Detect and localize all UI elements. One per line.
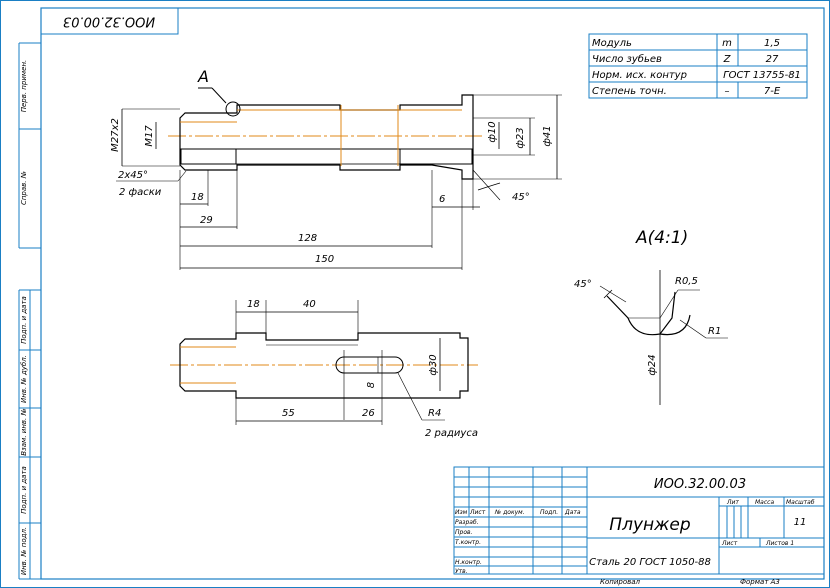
format-label: Формат А3: [740, 578, 780, 586]
tb-col-data: Дата: [564, 509, 581, 516]
inner-frame: [40, 7, 825, 580]
top-code-box: ИОО.32.00.03: [40, 7, 179, 35]
tb-col-podp: Подп.: [540, 509, 558, 516]
margin-inv-podl: Инв. № подл.: [20, 527, 28, 575]
detail-view: А(4:1) 45° R0,5 R1 ф24: [574, 228, 728, 405]
gear-row-3-value: 7-Е: [764, 86, 781, 97]
left-margin: Перв. примен. Справ. № Подп. и дата Инв.…: [18, 42, 41, 580]
margin-perv-primen: Перв. примен.: [20, 60, 28, 113]
hatch-left: [180, 148, 237, 165]
main-contour: [179, 94, 474, 180]
hatch-right: [399, 148, 473, 165]
dim-45: 45°: [512, 192, 530, 203]
gear-row-1-label: Число зубьев: [592, 53, 662, 65]
dim-chamfer: 2х45°: [118, 170, 148, 181]
tb-role-prov: Пров.: [455, 529, 473, 536]
copied-label: Копировал: [600, 578, 641, 586]
tb-col-doc: № докум.: [494, 509, 525, 516]
tb-role-razrab: Разраб.: [455, 519, 479, 526]
detail-dim-phi24: ф24: [647, 354, 658, 375]
dim-phi23: ф23: [515, 127, 526, 148]
tb-role-nkontr: Н.контр.: [455, 559, 482, 566]
margin-podp-data-2: Подп. и дата: [20, 466, 28, 514]
inner-bore: [235, 148, 401, 165]
detail-callout-label: А: [197, 67, 209, 86]
dim-phi10: ф10: [487, 121, 498, 142]
gear-row-0-label: Модуль: [592, 38, 632, 49]
slot-dim-26: 26: [362, 408, 375, 419]
dim-thread: М27х2: [110, 118, 121, 152]
tb-scale-value: 11: [794, 517, 807, 528]
gear-row-2-value: ГОСТ 13755-81: [723, 70, 801, 81]
gear-row-3-symbol: –: [725, 86, 730, 97]
title-block: Изм Лист № докум. Подп. Дата Разраб. Про…: [453, 466, 825, 586]
detail-dim-r05: R0,5: [675, 276, 698, 287]
dim-128: 128: [298, 233, 317, 244]
slot-dim-40: 40: [303, 299, 316, 310]
gear-row-1-symbol: Z: [723, 54, 732, 65]
dim-6: 6: [439, 194, 445, 205]
gear-row-3-label: Степень точн.: [592, 86, 667, 97]
gear-row-1-value: 27: [766, 54, 779, 65]
slot-view: 18 40 55 26 8 ф30 R4 2 радиуса: [170, 299, 478, 439]
slot-dim-55: 55: [282, 408, 295, 419]
tb-part-name: Плунжер: [609, 515, 691, 535]
slot-dim-18: 18: [247, 299, 260, 310]
tb-code: ИОО.32.00.03: [654, 477, 746, 492]
detail-dim-45: 45°: [574, 279, 592, 290]
dim-29: 29: [200, 215, 213, 226]
dim-150: 150: [315, 254, 334, 265]
slot-dim-r4: R4: [428, 408, 441, 419]
tb-listov: Листов 1: [765, 540, 794, 547]
tb-role-tkontr: Т.контр.: [455, 539, 481, 546]
gear-row-0-value: 1,5: [764, 38, 780, 49]
main-view: А М27х2 М17 2х45° 2 фаски 18 29 128 150 …: [110, 67, 562, 270]
gear-row-0-symbol: m: [722, 38, 732, 49]
detail-dim-r1: R1: [708, 326, 721, 337]
tb-col-izm: Изм: [455, 509, 468, 516]
gear-table: Модуль m 1,5 Число зубьев Z 27 Норм. исх…: [588, 33, 808, 99]
top-code-text: ИОО.32.00.03: [63, 14, 155, 29]
detail-title: А(4:1): [635, 228, 688, 248]
tb-lit: Лит: [726, 499, 739, 506]
margin-sprav-no: Справ. №: [20, 171, 28, 205]
tb-massa: Масса: [755, 499, 774, 506]
tb-role-utv: Утв.: [455, 568, 468, 575]
slot-dim-phi30: ф30: [428, 354, 439, 375]
slot-dim-8: 8: [366, 382, 377, 388]
slot-hole: [335, 356, 404, 374]
dim-chamfer-note: 2 фаски: [119, 187, 162, 198]
tb-list: Лист: [721, 540, 738, 547]
margin-inv-dubl: Инв. № дубл.: [20, 355, 28, 403]
tb-col-list: Лист: [469, 509, 486, 516]
slot-radii-note: 2 радиуса: [425, 428, 478, 439]
margin-vzam-inv: Взам. инв. №: [20, 408, 28, 456]
tb-masshtab: Масштаб: [786, 499, 815, 506]
gear-row-2-label: Норм. исх. контур: [592, 70, 687, 81]
dim-phi41: ф41: [542, 125, 553, 146]
dim-18: 18: [191, 192, 204, 203]
dim-m17: М17: [144, 125, 155, 147]
tb-material: Сталь 20 ГОСТ 1050-88: [589, 557, 711, 568]
margin-podp-data-1: Подп. и дата: [20, 296, 28, 344]
